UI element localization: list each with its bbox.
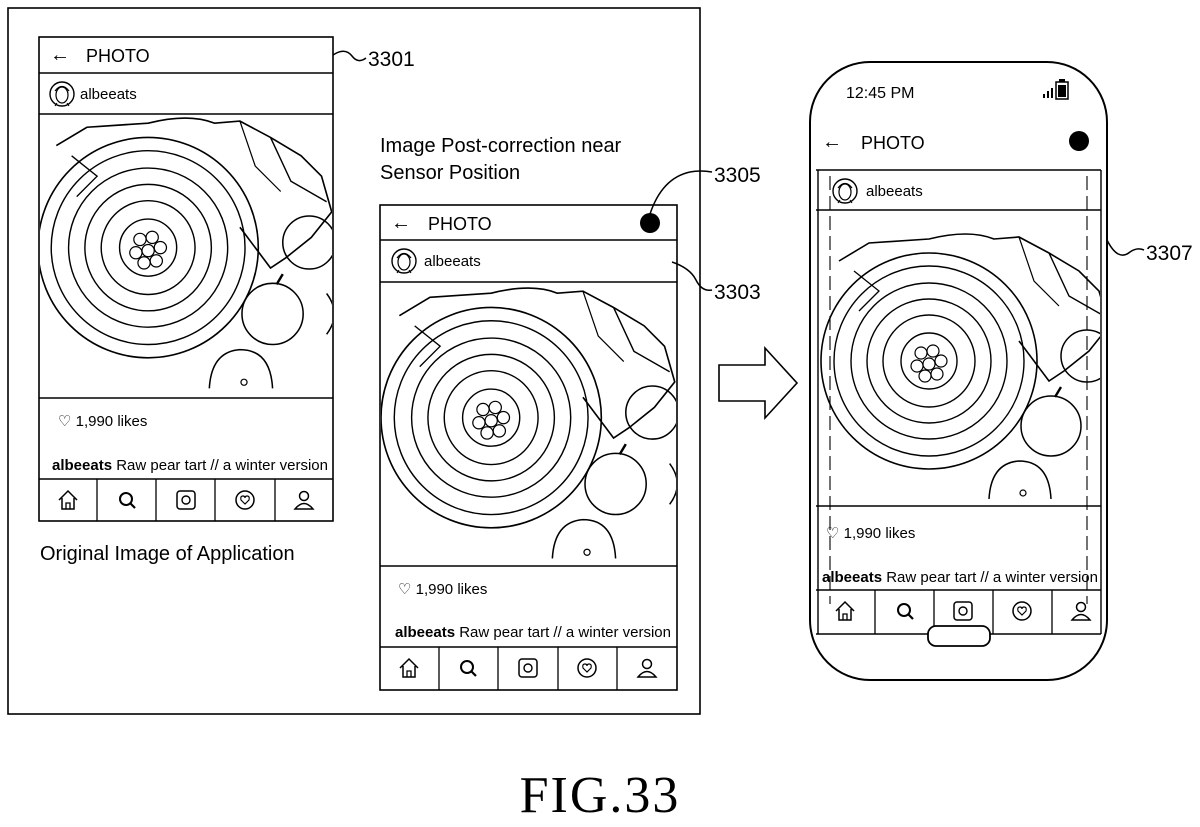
header-title: PHOTO [86,46,150,66]
home-button[interactable] [927,625,991,647]
header-title: PHOTO [428,214,492,234]
back-arrow-icon[interactable]: ← [822,131,842,153]
sensor-marker [640,213,660,233]
transition-arrow-icon [718,345,799,421]
ref-3307: 3307 [1146,242,1193,265]
back-arrow-icon[interactable]: ← [50,44,70,66]
ref-3305: 3305 [714,164,761,187]
original-screen: ← PHOTO albeeats ♡ 1,990 likes albeeats … [38,36,334,522]
ref-3303: 3303 [714,281,761,304]
post-caption: albeeats Raw pear tart // a winter versi… [395,624,671,641]
battery-icon [1055,79,1069,100]
post-caption: albeeats Raw pear tart // a winter versi… [822,569,1098,586]
username[interactable]: albeeats [424,253,481,270]
username[interactable]: albeeats [866,183,923,200]
caption-corrected-line2: Sensor Position [380,162,520,184]
header-title: PHOTO [861,133,925,153]
figure-frame [7,7,701,715]
likes-count: ♡ 1,990 likes [826,525,915,542]
ref-3301: 3301 [368,48,415,71]
likes-count: ♡ 1,990 likes [58,413,147,430]
caption-corrected-line1: Image Post-correction near [380,135,622,157]
username[interactable]: albeeats [80,86,137,103]
back-arrow-icon[interactable]: ← [391,212,411,234]
figure-title: FIG.33 [520,767,681,824]
likes-count: ♡ 1,990 likes [398,581,487,598]
post-caption: albeeats Raw pear tart // a winter versi… [52,457,328,474]
corrected-screen: ← PHOTO albeeats ♡ 1,990 likes albeeats … [379,204,678,691]
caption-original: Original Image of Application [40,543,295,565]
signal-icon [1043,88,1053,98]
status-time: 12:45 PM [846,85,914,102]
phone-device: 12:45 PM ← PHOTO albeeats ♡ 1,990 lik [809,61,1108,681]
sensor-marker [1069,131,1089,151]
